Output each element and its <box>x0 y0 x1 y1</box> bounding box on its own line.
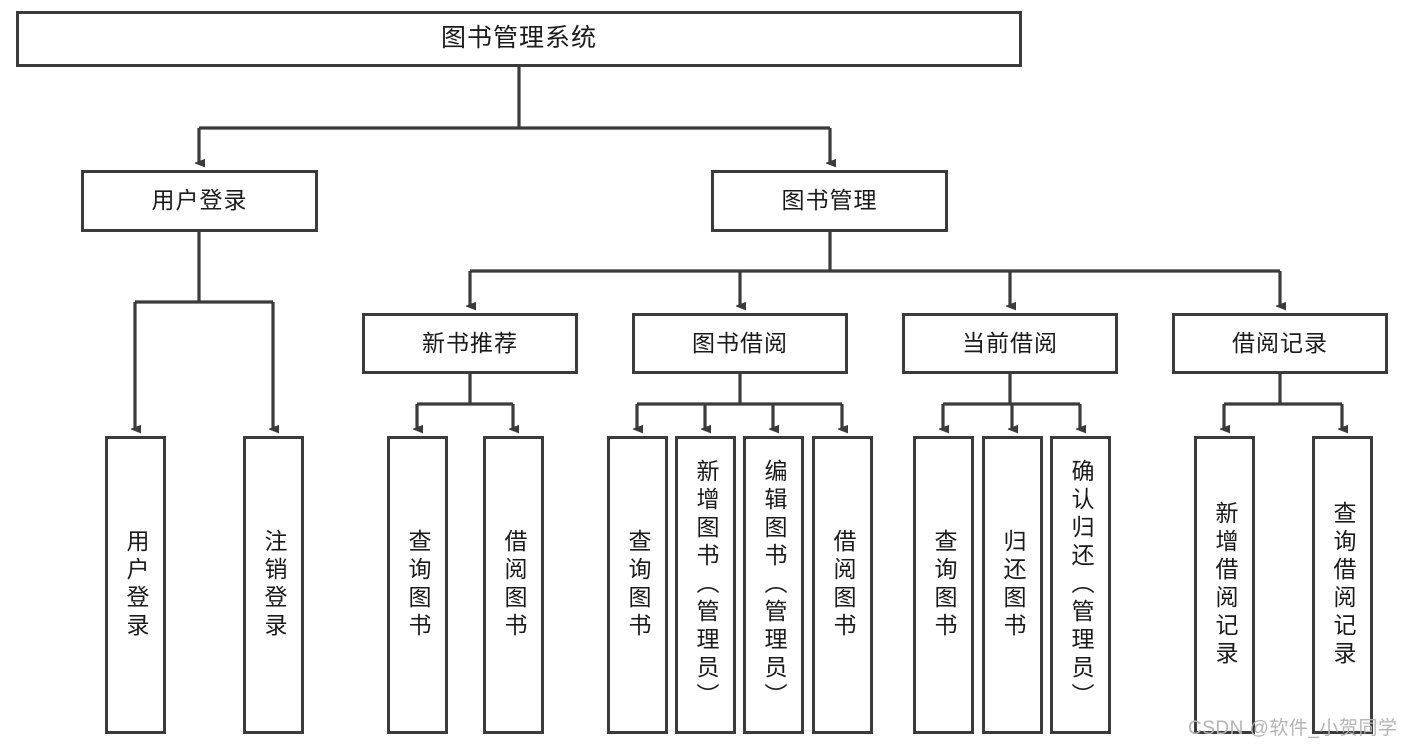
node-leaf-confirm-return[interactable]: 确认归还（管理员） <box>1050 436 1111 734</box>
node-label: 用户登录 <box>123 529 149 641</box>
node-leaf-return-book[interactable]: 归还图书 <box>982 436 1043 734</box>
node-label: 查询借阅记录 <box>1330 501 1356 669</box>
node-borrow-record[interactable]: 借阅记录 <box>1172 313 1388 374</box>
node-current-borrow[interactable]: 当前借阅 <box>902 313 1118 374</box>
node-user-login[interactable]: 用户登录 <box>81 170 318 232</box>
node-label: 借阅图书 <box>830 529 856 641</box>
node-leaf-borrow-book-2[interactable]: 借阅图书 <box>812 436 873 734</box>
node-label: 借阅记录 <box>1232 329 1328 356</box>
node-leaf-add-borrow-record[interactable]: 新增借阅记录 <box>1194 436 1255 734</box>
node-label: 借阅图书 <box>501 529 527 641</box>
node-new-book-recommend[interactable]: 新书推荐 <box>362 313 578 374</box>
node-leaf-logout-login[interactable]: 注销登录 <box>243 436 304 734</box>
node-leaf-query-borrow-record[interactable]: 查询借阅记录 <box>1312 436 1373 734</box>
node-leaf-borrow-book-1[interactable]: 借阅图书 <box>483 436 544 734</box>
node-label: 查询图书 <box>931 529 957 641</box>
node-leaf-query-book-1[interactable]: 查询图书 <box>387 436 448 734</box>
node-leaf-query-book-3[interactable]: 查询图书 <box>913 436 974 734</box>
node-leaf-query-book-2[interactable]: 查询图书 <box>607 436 668 734</box>
node-leaf-user-login[interactable]: 用户登录 <box>105 436 166 734</box>
node-label: 归还图书 <box>1000 529 1026 641</box>
node-label: 用户登录 <box>151 187 248 214</box>
node-label: 新增借阅记录 <box>1212 501 1238 669</box>
node-label: 编辑图书（管理员） <box>761 459 787 711</box>
node-label: 图书管理 <box>781 187 878 214</box>
node-label: 新书推荐 <box>422 329 518 356</box>
node-label: 注销登录 <box>261 529 287 641</box>
node-label: 确认归还（管理员） <box>1068 459 1094 711</box>
node-label: 图书管理系统 <box>440 24 597 53</box>
node-book-management[interactable]: 图书管理 <box>711 170 948 232</box>
node-label: 新增图书（管理员） <box>693 459 719 711</box>
node-leaf-edit-book[interactable]: 编辑图书（管理员） <box>743 436 804 734</box>
node-book-management-system[interactable]: 图书管理系统 <box>16 11 1022 67</box>
node-book-borrow[interactable]: 图书借阅 <box>632 313 848 374</box>
node-label: 查询图书 <box>625 529 651 641</box>
csdn-watermark: CSDN @软件_小贺同学 <box>1188 718 1398 739</box>
node-label: 图书借阅 <box>692 329 788 356</box>
node-leaf-add-book[interactable]: 新增图书（管理员） <box>675 436 736 734</box>
node-label: 当前借阅 <box>962 329 1058 356</box>
node-label: 查询图书 <box>405 529 431 641</box>
